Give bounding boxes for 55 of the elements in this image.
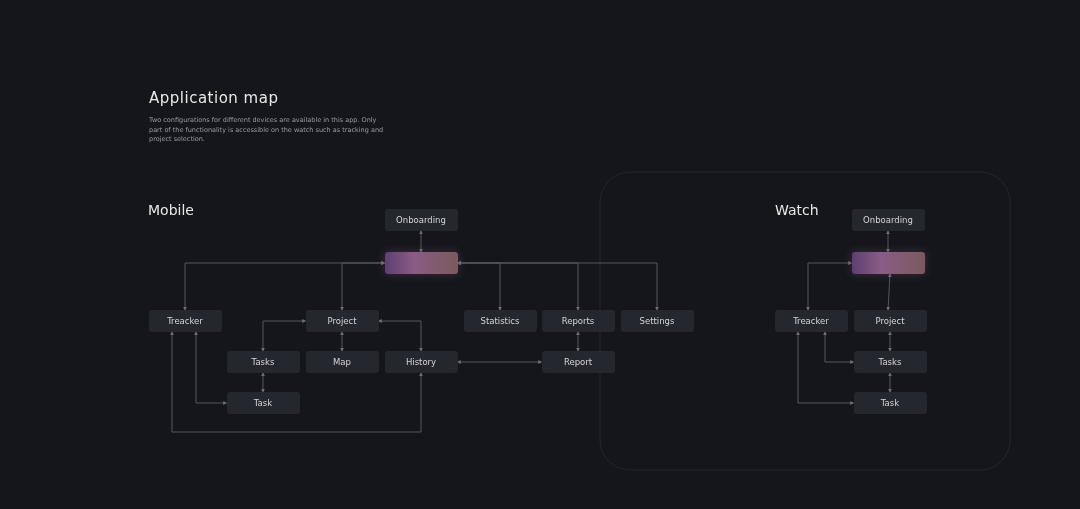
connector-arrow [340, 261, 386, 311]
connector-arrow [194, 331, 228, 405]
connector-arrow [823, 331, 855, 364]
screen-box [541, 351, 615, 373]
connector-arrow [419, 230, 423, 253]
connector-arrow [888, 331, 892, 352]
connector-arrow [377, 319, 423, 352]
node-label: History [405, 357, 437, 367]
screen-box [541, 310, 615, 332]
screen-box [463, 310, 537, 332]
connector-arrow [886, 273, 892, 311]
node-label: Reports [561, 316, 595, 326]
connector-arrow [456, 360, 543, 364]
screen-box [226, 351, 300, 373]
screen-box [226, 392, 300, 414]
section-heading: Watch [775, 206, 819, 216]
connector-arrow [886, 230, 890, 253]
node-label: Tasks [878, 357, 902, 367]
connector-arrow [576, 331, 580, 352]
screen-box [384, 351, 458, 373]
node-label: Treacker [793, 316, 829, 326]
connector-arrow [170, 331, 423, 433]
node-label: Project [875, 316, 905, 326]
connector-arrow [888, 372, 892, 393]
title: Application map [149, 89, 279, 107]
screen-box [620, 310, 694, 332]
node-label: Treacker [167, 316, 203, 326]
node-label: Onboarding [396, 215, 446, 225]
node-label: Statistics [480, 316, 520, 326]
screen-box [305, 310, 379, 332]
node-label: Map [333, 357, 351, 367]
connector-arrow [261, 319, 307, 352]
connector-arrow [340, 331, 344, 352]
screen-box [851, 209, 925, 231]
screen-box [853, 310, 927, 332]
screen-box [148, 310, 222, 332]
section-heading: Mobile [148, 206, 194, 216]
screen-box [774, 310, 848, 332]
connector-arrow [456, 261, 659, 311]
node-label: Project [327, 316, 357, 326]
node-label: Tasks [251, 357, 275, 367]
connector-arrow [796, 331, 855, 405]
screen-box [853, 351, 927, 373]
node-label: Task [880, 398, 900, 408]
screen-box [305, 351, 379, 373]
node-label: Onboarding [863, 215, 913, 225]
node-label: Report [563, 357, 593, 367]
connector-arrow [261, 372, 265, 393]
screen-box [384, 209, 458, 231]
screen-box [853, 392, 927, 414]
connector-arrow [806, 261, 853, 311]
node-label: Settings [639, 316, 675, 326]
app-box [384, 252, 458, 274]
node-label: Task [253, 398, 273, 408]
app-box [851, 252, 925, 274]
